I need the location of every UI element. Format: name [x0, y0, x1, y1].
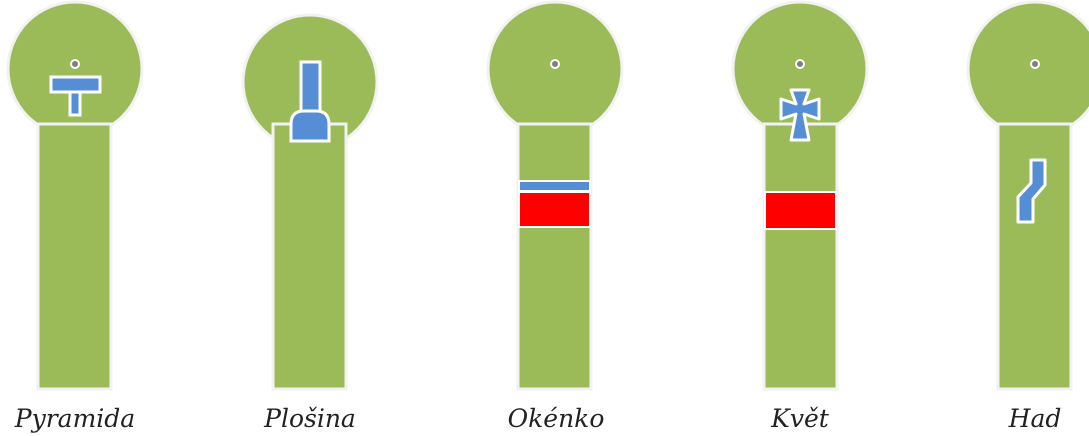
caption-had: Had	[955, 404, 1089, 433]
pin-dot	[551, 60, 559, 68]
figure-pyramida	[8, 2, 142, 389]
body-column	[518, 124, 591, 389]
caption-kvet: Květ	[720, 404, 880, 433]
caption-pyramida: Pyramida	[0, 404, 155, 433]
pin-dot	[1031, 60, 1039, 68]
body-column	[273, 124, 346, 389]
red-band-marker	[765, 192, 836, 229]
figure-okenko	[488, 2, 622, 389]
body-column	[764, 124, 837, 389]
red-band-marker	[519, 192, 590, 227]
caption-plosina: Plošina	[230, 404, 390, 433]
figure-kvet	[733, 2, 867, 389]
pin-dot	[796, 60, 804, 68]
figure-had	[968, 2, 1089, 389]
head-circle	[968, 2, 1089, 136]
pin-dot	[71, 60, 79, 68]
caption-okenko: Okénko	[476, 404, 636, 433]
body-column	[38, 124, 111, 389]
blue-bar-obstacle	[519, 181, 590, 191]
figure-plosina	[243, 15, 377, 389]
